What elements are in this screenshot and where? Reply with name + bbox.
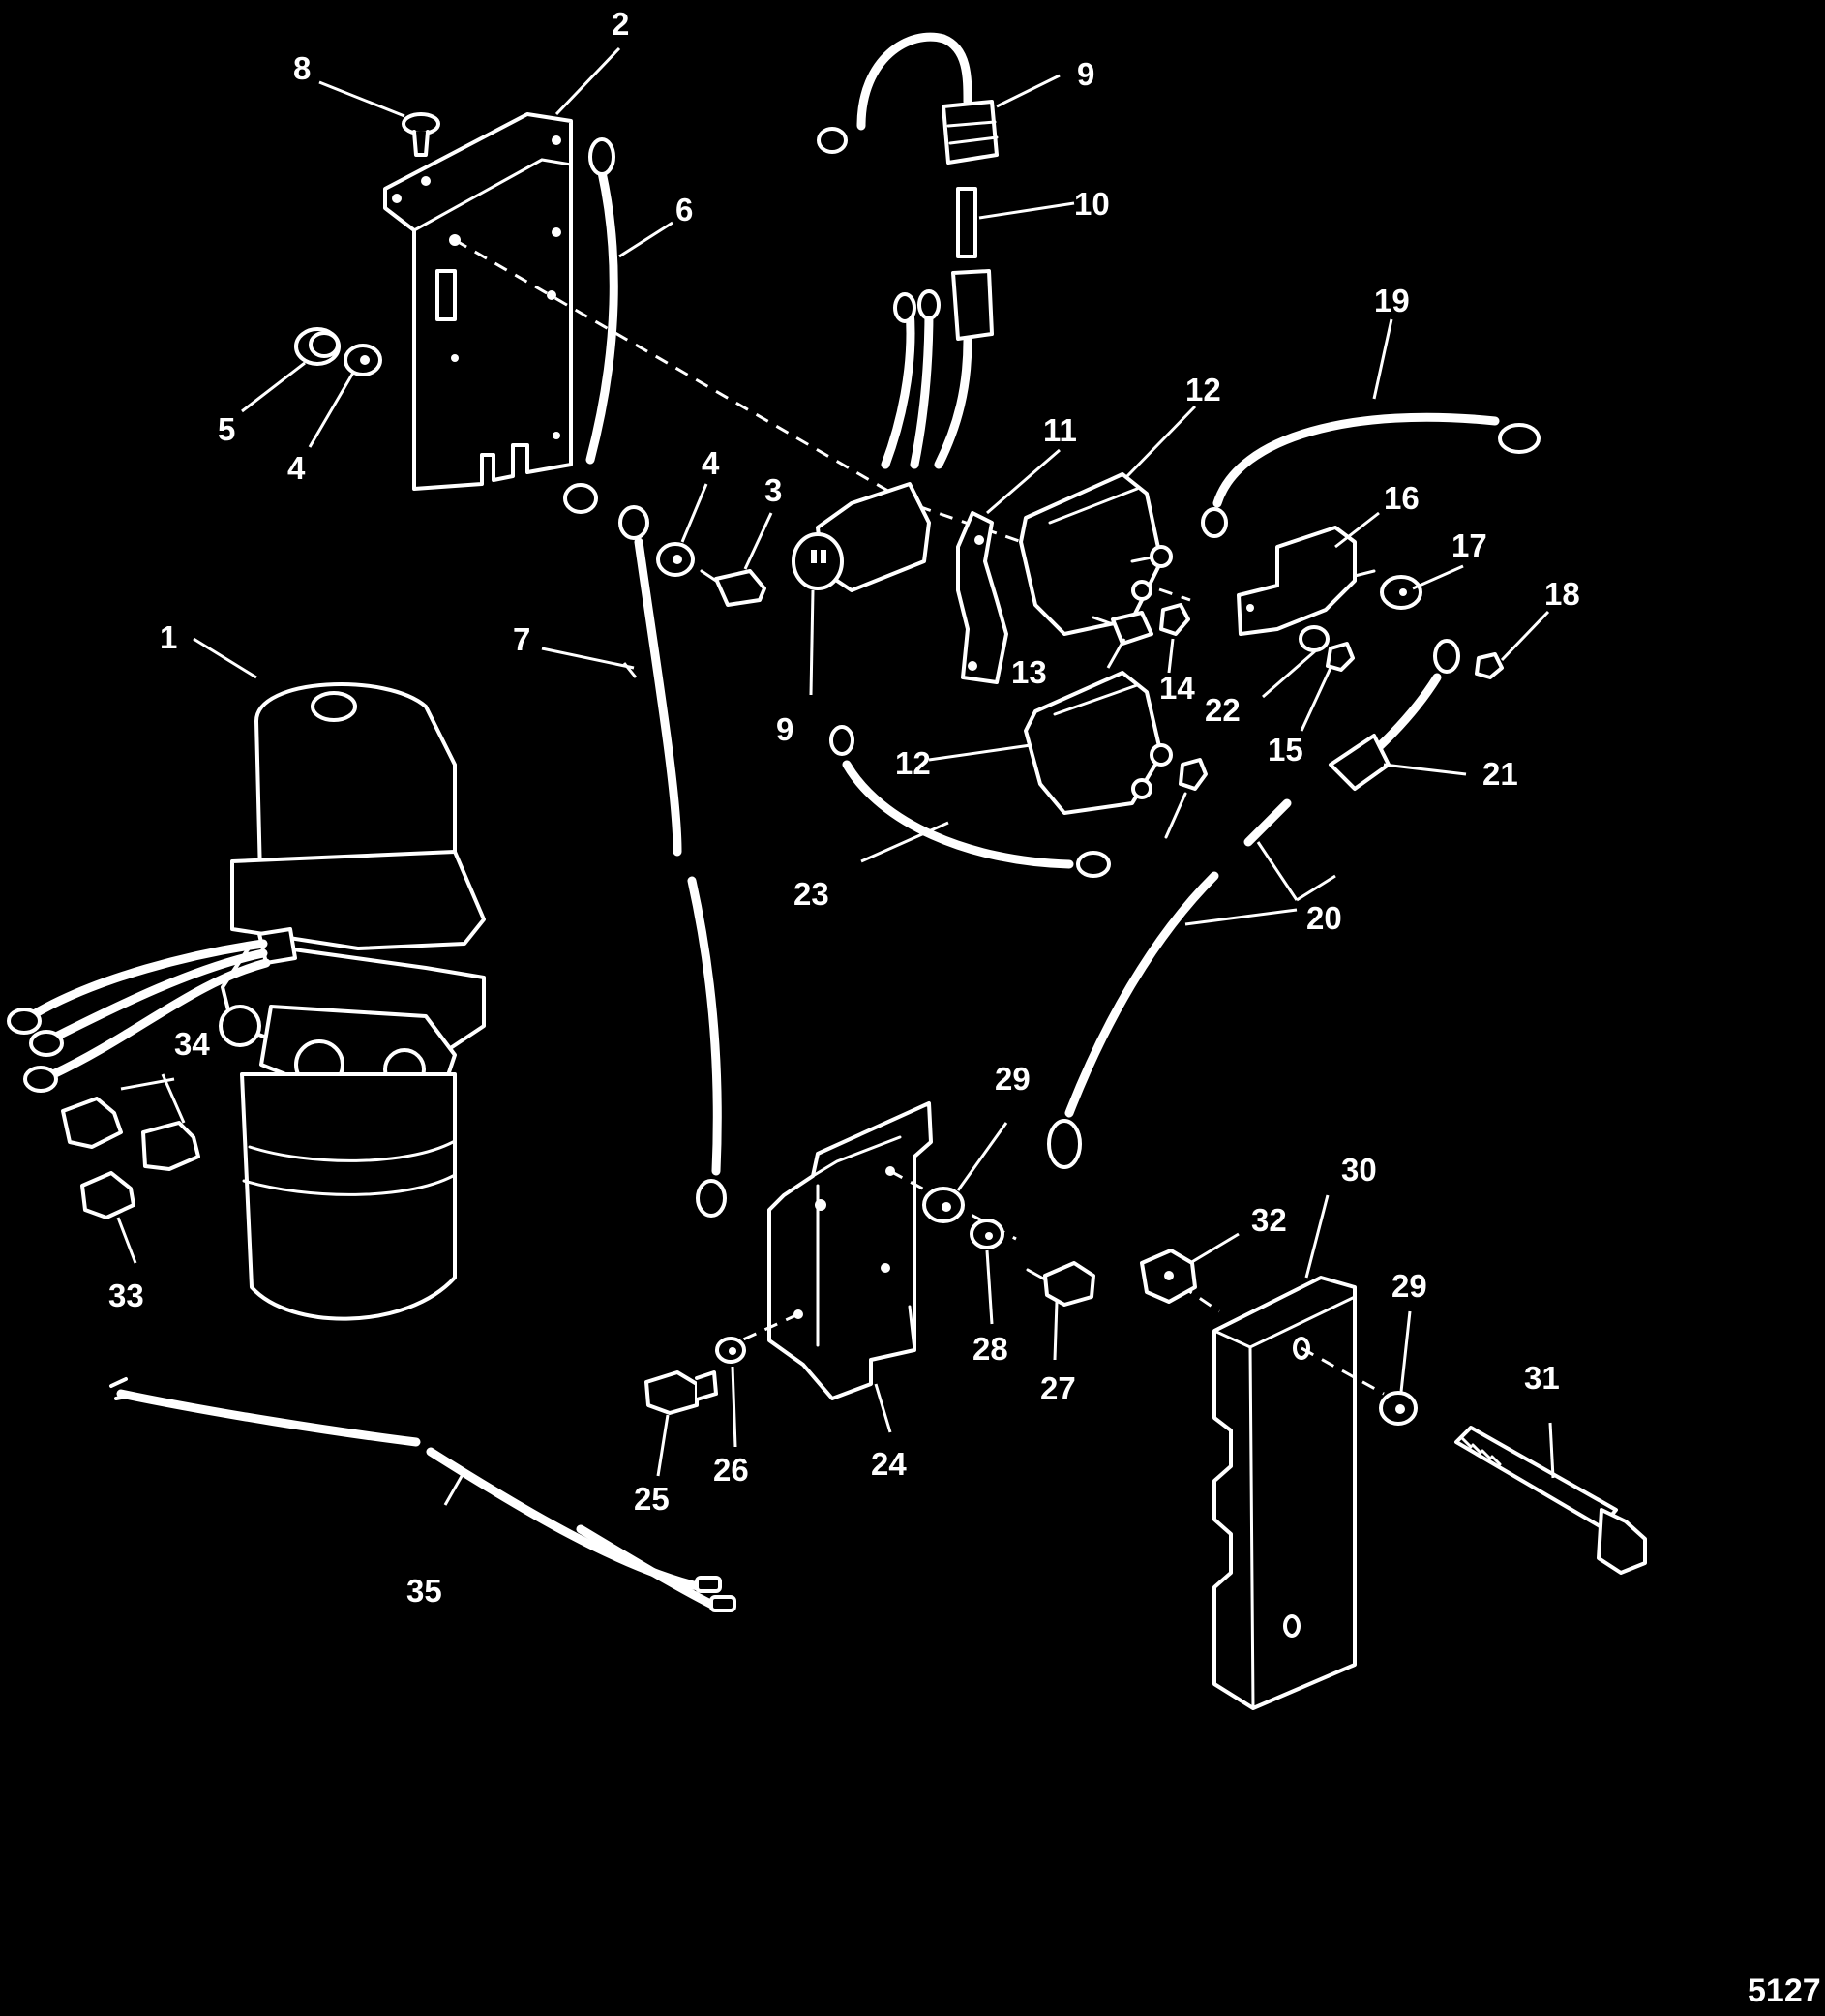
callout-13: 13 [1011, 654, 1047, 690]
part-10-fuse [956, 187, 977, 258]
part-27-screw [1026, 1261, 1095, 1307]
callout-19: 19 [1374, 283, 1410, 318]
callout-9-lower: 9 [776, 711, 793, 747]
alignment-line-block-bolt [1301, 1346, 1385, 1396]
callout-31: 31 [1524, 1360, 1560, 1396]
part-4-washer-left [344, 344, 382, 376]
part-31-bolt [1454, 1426, 1647, 1575]
part-4-washer-right [656, 542, 695, 577]
callout-28: 28 [972, 1331, 1008, 1367]
callout-26: 26 [713, 1452, 749, 1488]
callout-1: 1 [160, 619, 177, 655]
figure-number: 5127 [1748, 1972, 1821, 2009]
callout-25: 25 [634, 1481, 670, 1517]
callout-35: 35 [406, 1573, 442, 1609]
part-33-fitting [80, 1171, 135, 1219]
part-24-bracket [767, 1101, 933, 1400]
part-25-bolt [644, 1370, 718, 1415]
part-32-nut [1140, 1249, 1197, 1304]
callout-7: 7 [513, 621, 530, 657]
part-21-boot [1329, 734, 1391, 791]
callout-33: 33 [108, 1278, 144, 1313]
part-7-cable [618, 505, 727, 1218]
part-2-mounting-bracket [383, 112, 573, 491]
part-8-screw [402, 112, 440, 157]
part-6-ground-strap [563, 137, 618, 514]
callout-2: 2 [612, 6, 629, 42]
part-12-solenoid-upper [1019, 472, 1173, 636]
part-28-grommet [970, 1219, 1004, 1249]
alignment-line-bracket-lower [730, 1312, 799, 1347]
part-22-washer [1299, 625, 1330, 652]
part-12-solenoid-lower [1024, 671, 1173, 815]
part-18-nut [1475, 652, 1504, 679]
part-30-block [1212, 1276, 1357, 1710]
callout-17: 17 [1451, 527, 1487, 563]
callout-6: 6 [675, 192, 693, 227]
callout-8: 8 [293, 50, 311, 86]
callout-20: 20 [1306, 900, 1342, 936]
part-9-harness-connector [817, 32, 999, 165]
part-19-cable [1201, 412, 1541, 538]
part-35-harness [109, 1377, 736, 1612]
part-13-bolt [1092, 611, 1153, 646]
part-23-cable [829, 725, 1111, 878]
callout-30: 30 [1341, 1152, 1377, 1188]
callout-9-upper: 9 [1077, 56, 1094, 92]
callout-22: 22 [1205, 692, 1241, 728]
callout-5: 5 [218, 411, 235, 447]
pump-leads [7, 939, 271, 1093]
callout-27: 27 [1040, 1370, 1076, 1406]
part-14-nut [1159, 603, 1208, 839]
part-5-spacer [294, 327, 341, 366]
callout-15: 15 [1268, 732, 1303, 767]
callout-10: 10 [1074, 186, 1110, 222]
callout-11: 11 [1043, 412, 1077, 448]
part-29-washer-lower [1379, 1391, 1418, 1426]
leader-lines [116, 46, 1555, 1506]
callout-29-upper: 29 [995, 1061, 1031, 1097]
callout-34: 34 [174, 1026, 210, 1062]
callout-3: 3 [764, 472, 782, 508]
part-16-switch [1237, 526, 1376, 636]
callout-12-lower: 12 [895, 745, 931, 781]
callout-32: 32 [1251, 1202, 1287, 1238]
callout-14: 14 [1159, 670, 1195, 706]
part-9-harness-plug [792, 269, 994, 592]
callout-16: 16 [1384, 480, 1420, 516]
callout-21: 21 [1482, 756, 1518, 792]
part-11-clamp [956, 511, 1008, 684]
callout-4-left: 4 [287, 450, 306, 486]
callout-18: 18 [1544, 576, 1580, 612]
callout-12-upper: 12 [1185, 372, 1221, 407]
part-26-washer [715, 1337, 746, 1364]
callout-29-lower: 29 [1391, 1268, 1427, 1304]
part-17-washer [1380, 575, 1422, 610]
part-34-fitting [61, 1097, 200, 1171]
part-1-pump-motor [219, 682, 486, 1321]
callout-24: 24 [871, 1446, 907, 1482]
part-15-nut [1326, 642, 1355, 672]
callout-4-right: 4 [702, 445, 720, 481]
part-3-bolt [700, 569, 766, 607]
part-29-washer-upper [922, 1187, 965, 1223]
callout-23: 23 [793, 876, 829, 912]
callout-numbers: 2 8 9 10 6 19 12 5 11 4 4 3 16 17 18 1 7… [108, 6, 1580, 1609]
